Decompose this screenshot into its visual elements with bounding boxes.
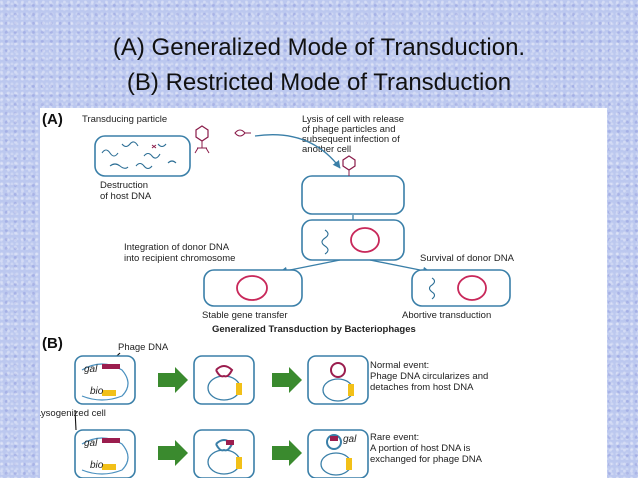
recipient-chromosome	[350, 227, 380, 253]
title-line-2: (B) Restricted Mode of Transduction	[126, 69, 512, 96]
transduction-figure: (A) Transducing particle Destruction of …	[40, 108, 607, 478]
destruction-label-1: Destruction	[100, 180, 148, 191]
transduction-diagram: (A) Transducing particle Destruction of …	[40, 111, 515, 478]
lysogenized-label: Lysogenized cell	[40, 408, 106, 419]
stable-transfer-cell	[203, 269, 303, 307]
infection-arrow	[254, 134, 341, 169]
normal-step-3-cell	[307, 355, 369, 405]
panel-a-caption: Generalized Transduction by Bacteriophag…	[212, 324, 416, 335]
step-arrow-3	[158, 440, 188, 466]
lysogenized-pointer	[74, 409, 77, 431]
gal-label-3: gal	[343, 434, 357, 445]
abortive-cell	[411, 269, 511, 307]
slide-title: (A) Generalized Mode of Transduction. (B…	[0, 30, 638, 100]
integration-label-1: Integration of donor DNA	[124, 242, 230, 253]
recipient-cell	[301, 219, 405, 261]
released-phage	[234, 129, 251, 137]
step-arrow-4	[272, 440, 302, 466]
title-line-1: (A) Generalized Mode of Transduction.	[112, 34, 526, 61]
abortive-label: Abortive transduction	[402, 310, 491, 321]
normal-step-1-cell	[74, 355, 136, 405]
donor-dna-fragment	[321, 229, 329, 255]
rare-label-2: A portion of host DNA is	[370, 443, 471, 454]
rare-label-1: Rare event:	[370, 432, 419, 443]
rare-step-3-cell	[307, 429, 369, 478]
normal-label-1: Normal event:	[370, 360, 429, 371]
rare-step-1-cell	[74, 429, 136, 478]
transducing-phage	[194, 125, 210, 154]
normal-label-2: Phage DNA circularizes and	[370, 371, 488, 382]
rare-label-3: exchanged for phage DNA	[370, 454, 483, 465]
survival-label: Survival of donor DNA	[420, 253, 515, 264]
stable-label: Stable gene transfer	[202, 310, 288, 321]
lysis-label-3: subsequent infection of	[302, 134, 400, 145]
bio-label-1: bio	[90, 386, 104, 397]
host-cell	[94, 135, 191, 177]
lysis-label-2: of phage particles and	[302, 124, 395, 135]
integration-label-2: into recipient chromosome	[124, 253, 235, 264]
attached-phage	[342, 155, 356, 176]
lysis-label-1: Lysis of cell with release	[302, 114, 404, 125]
normal-label-3: detaches from host DNA	[370, 382, 474, 393]
normal-step-2-cell	[193, 355, 255, 405]
rare-step-2-cell	[193, 429, 255, 478]
abortive-chromosome	[457, 275, 487, 301]
gal-label-1: gal	[84, 364, 98, 375]
stable-chromosome	[236, 275, 268, 301]
destruction-label-2: of host DNA	[100, 191, 152, 202]
step-arrow-1	[158, 367, 188, 393]
fragmented-host-dna	[101, 141, 177, 170]
transducing-particle-label: Transducing particle	[82, 114, 167, 125]
lysis-label-4: another cell	[302, 144, 351, 155]
step-arrow-2	[272, 367, 302, 393]
gal-label-2: gal	[84, 438, 98, 449]
panel-b-tag: (B)	[42, 335, 63, 352]
bio-label-2: bio	[90, 460, 104, 471]
phage-dna-label: Phage DNA	[118, 342, 169, 353]
panel-a-tag: (A)	[42, 111, 63, 128]
surviving-donor-dna	[428, 277, 436, 300]
infected-cell	[301, 175, 405, 215]
